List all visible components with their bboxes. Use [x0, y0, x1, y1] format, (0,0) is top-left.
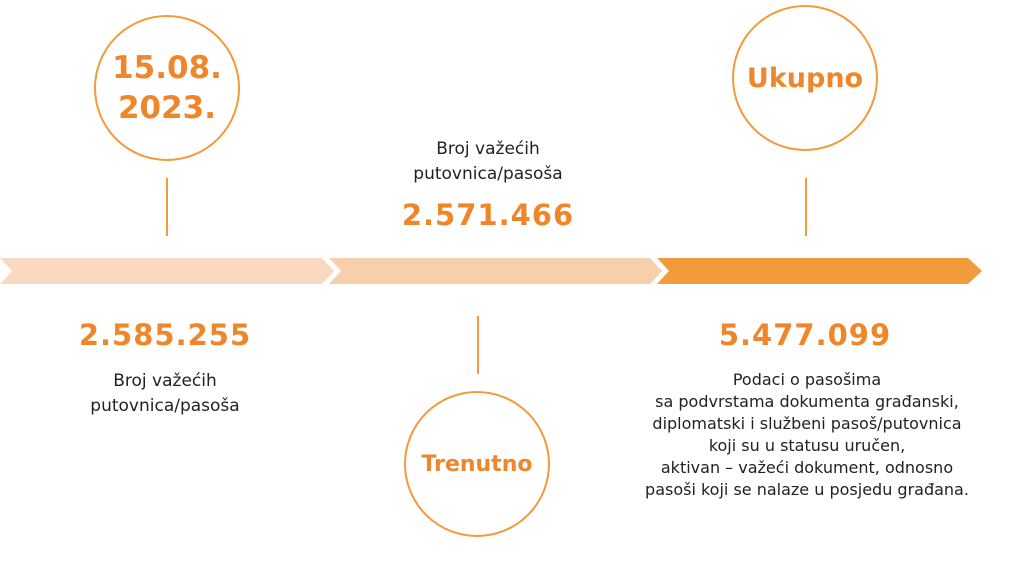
- date-circle: 15.08. 2023.: [94, 15, 240, 161]
- current-description: Broj važećih putovnica/pasoša: [378, 137, 598, 187]
- total-description-line4: koji su u statusu uručen,: [708, 436, 906, 455]
- current-description-line1: Broj važećih: [436, 139, 540, 159]
- date-circle-line1: 15.08.: [112, 50, 222, 86]
- current-circle: Trenutno: [404, 391, 550, 537]
- total-description-line5: aktivan – važeći dokument, odnosno: [660, 458, 954, 477]
- date-description-line2: putovnica/pasoša: [90, 396, 240, 416]
- date-value: 2.585.255: [78, 318, 252, 352]
- current-value: 2.571.466: [401, 198, 575, 232]
- date-connector-line: [166, 178, 168, 236]
- timeline-arrow-bar: [0, 258, 982, 284]
- total-circle-label: Ukupno: [746, 62, 864, 94]
- date-circle-line2: 2023.: [117, 90, 217, 126]
- total-circle: Ukupno: [732, 5, 878, 151]
- total-description-line3: diplomatski i službeni pasoš/putovnica: [652, 414, 962, 433]
- total-description-line6: pasoši koji se nalaze u posjedu građana.: [645, 480, 969, 499]
- total-description: Podaci o pasošima sa podvrstama dokument…: [600, 369, 1014, 501]
- date-description: Broj važećih putovnica/pasoša: [50, 369, 280, 419]
- timeline-segment-2: [329, 258, 662, 284]
- current-connector-line: [477, 316, 479, 374]
- timeline-segment-1: [0, 258, 334, 284]
- current-circle-label: Trenutno: [421, 451, 533, 477]
- timeline-segment-3: [657, 258, 982, 284]
- current-description-line2: putovnica/pasoša: [413, 164, 563, 184]
- total-description-line2: sa podvrstama dokumenta građanski,: [655, 392, 959, 411]
- total-connector-line: [805, 178, 807, 236]
- total-description-line1: Podaci o pasošima: [732, 370, 882, 389]
- date-description-line1: Broj važećih: [113, 371, 217, 391]
- total-value: 5.477.099: [718, 318, 892, 352]
